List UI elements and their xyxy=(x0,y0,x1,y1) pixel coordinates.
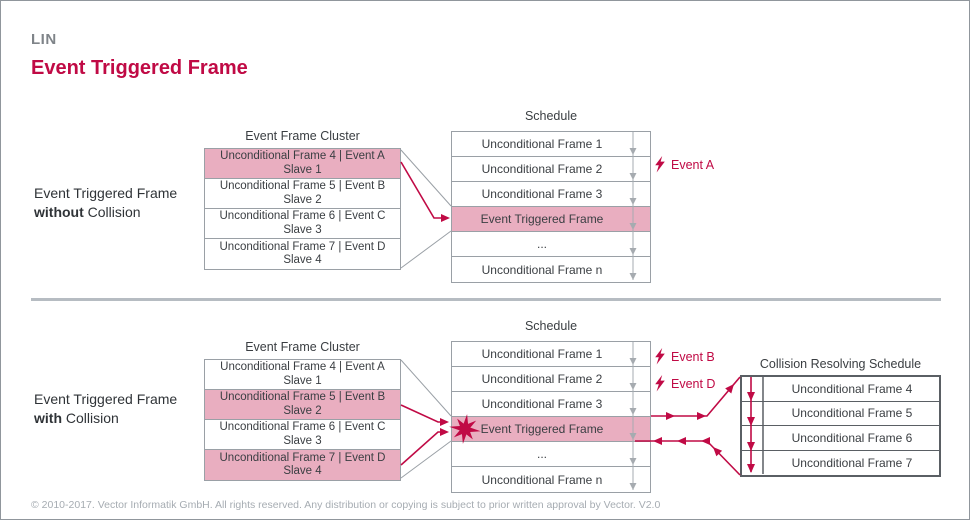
section2-cluster-title: Event Frame Cluster xyxy=(245,340,360,354)
arrow-head-icon xyxy=(701,437,710,445)
table-row: Unconditional Frame 6 xyxy=(742,426,939,451)
section2-label: Event Triggered Frame with Collision xyxy=(34,390,177,428)
table-row: Unconditional Frame 3 xyxy=(452,392,650,417)
funnel-line xyxy=(400,149,452,269)
section2-schedule-table: Unconditional Frame 1 Unconditional Fram… xyxy=(451,341,651,493)
section1-cluster-table: Unconditional Frame 4 | Event A Slave 1 … xyxy=(204,148,401,270)
lightning-icon xyxy=(655,156,665,173)
table-row: Unconditional Frame 6 | Event C Slave 3 xyxy=(205,209,400,239)
table-row: Unconditional Frame 7 | Event D Slave 4 xyxy=(205,450,400,480)
page-title: Event Triggered Frame xyxy=(31,57,248,79)
table-row: Unconditional Frame 3 xyxy=(452,182,650,207)
table-row: Unconditional Frame 2 xyxy=(452,367,650,392)
arrow-head-icon xyxy=(697,412,706,420)
table-row: Unconditional Frame 5 | Event B Slave 2 xyxy=(205,390,400,420)
event-b-label: Event B xyxy=(654,348,715,365)
event-d-label: Event D xyxy=(654,375,715,392)
table-row: Unconditional Frame 6 | Event C Slave 3 xyxy=(205,420,400,450)
section1-cluster-title: Event Frame Cluster xyxy=(245,129,360,143)
table-row: Event Triggered Frame xyxy=(452,417,650,442)
lightning-icon xyxy=(655,375,665,392)
table-row: Event Triggered Frame xyxy=(452,207,650,232)
table-row: Unconditional Frame 5 xyxy=(742,401,939,426)
collision-resolving-table: Unconditional Frame 4 Unconditional Fram… xyxy=(740,375,941,477)
section1-label: Event Triggered Frame without Collision xyxy=(34,184,177,222)
section2-label-line1: Event Triggered Frame xyxy=(34,391,178,407)
section1-schedule-title: Schedule xyxy=(524,109,578,123)
section2-cluster-table: Unconditional Frame 4 | Event A Slave 1 … xyxy=(204,359,401,481)
table-row: Unconditional Frame 4 | Event A Slave 1 xyxy=(205,149,400,179)
table-row: ... xyxy=(452,232,650,257)
arrow-head-icon xyxy=(441,214,450,222)
brand-label: LIN xyxy=(31,31,57,48)
table-row: Unconditional Frame 7 | Event D Slave 4 xyxy=(205,239,400,269)
arrow-head-icon xyxy=(440,418,449,426)
table-row: Unconditional Frame 5 | Event B Slave 2 xyxy=(205,179,400,209)
arrow-head-icon xyxy=(653,437,662,445)
section1-label-line1: Event Triggered Frame xyxy=(34,185,178,201)
table-row: Unconditional Frame 1 xyxy=(452,132,650,157)
arrow-head-icon xyxy=(666,412,675,420)
table-row: Unconditional Frame 7 xyxy=(742,450,939,475)
copyright-footer: © 2010-2017. Vector Informatik GmbH. All… xyxy=(31,499,661,511)
table-row: Unconditional Frame n xyxy=(452,467,650,492)
funnel-line xyxy=(400,359,452,479)
table-row: Unconditional Frame 4 xyxy=(742,377,939,402)
event-arrow xyxy=(400,161,442,219)
section1-schedule-table: Unconditional Frame 1 Unconditional Fram… xyxy=(451,131,651,283)
event-arrow xyxy=(400,431,442,466)
section2-label-line2: with Collision xyxy=(34,410,119,426)
arrow-head-icon xyxy=(677,437,686,445)
event-a-label: Event A xyxy=(654,156,714,173)
section2-schedule-title: Schedule xyxy=(524,319,578,333)
arrow-head-icon xyxy=(725,384,734,394)
arrow-head-icon xyxy=(713,447,723,457)
lightning-icon xyxy=(655,348,665,365)
table-row: Unconditional Frame 2 xyxy=(452,157,650,182)
arrow-head-icon xyxy=(440,428,449,436)
resolving-schedule-title: Collision Resolving Schedule xyxy=(759,357,922,371)
section1-label-line2: without Collision xyxy=(34,204,141,220)
section-divider xyxy=(31,298,941,301)
table-row: Unconditional Frame 1 xyxy=(452,342,650,367)
table-row: Unconditional Frame n xyxy=(452,257,650,282)
event-arrow xyxy=(400,404,442,423)
table-row: Unconditional Frame 4 | Event A Slave 1 xyxy=(205,360,400,390)
table-row: ... xyxy=(452,442,650,467)
